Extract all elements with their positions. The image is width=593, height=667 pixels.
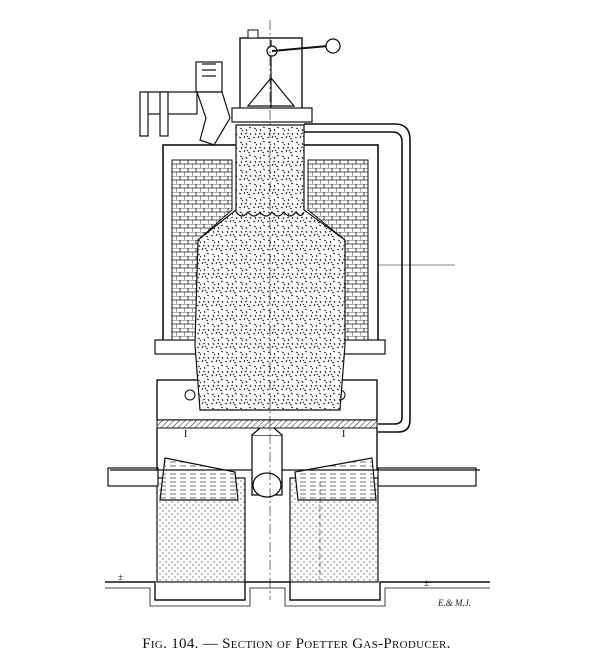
caption-dash: —	[198, 636, 223, 652]
air-tuyere	[251, 421, 283, 498]
caption-title: Section of Poetter Gas-Producer.	[222, 636, 451, 652]
caption-fig-number: Fig. 104.	[142, 636, 199, 652]
foundation	[105, 581, 490, 607]
gas-offtake-pipe	[304, 123, 411, 433]
water-seal-right	[377, 467, 477, 487]
charging-hopper	[231, 29, 341, 123]
water-seal-left	[107, 467, 159, 487]
engraver-mark: E.& M.J.	[438, 598, 471, 608]
ash-pan	[159, 457, 377, 501]
svg-text:I: I	[184, 429, 187, 440]
steam-fittings	[139, 61, 231, 146]
svg-text:±: ±	[424, 578, 429, 588]
svg-text:I: I	[342, 429, 345, 440]
figure-caption: Fig. 104. — Section of Poetter Gas-Produ…	[0, 636, 593, 653]
svg-text:±: ±	[118, 572, 123, 582]
